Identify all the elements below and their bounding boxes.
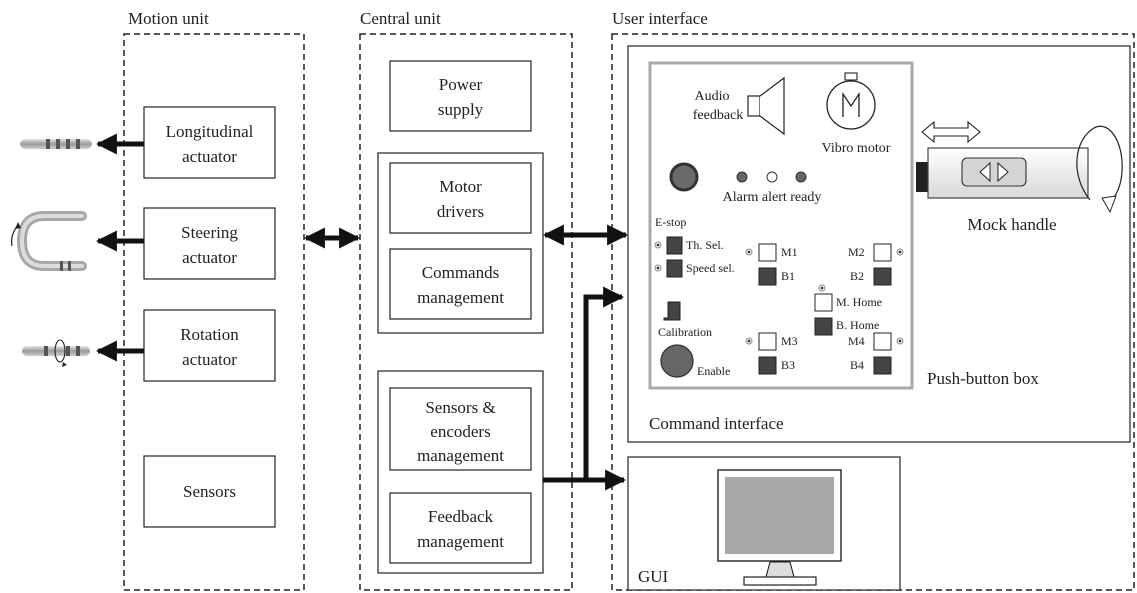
power-supply-label-2: supply <box>438 100 484 119</box>
vibro-motor-icon <box>826 72 876 130</box>
speed-sel-label: Speed sel. <box>686 261 735 275</box>
steering-actuator-box: Steering actuator <box>143 207 276 280</box>
bidirectional-arrow-icon <box>921 120 981 144</box>
sensors-box: Sensors <box>143 455 276 528</box>
alarm-led <box>736 171 748 183</box>
b2-button <box>873 267 892 286</box>
longitudinal-actuator-box: Longitudinal actuator <box>143 106 276 179</box>
m4-label: M4 <box>848 334 865 348</box>
m-home-label: M. Home <box>836 295 882 309</box>
feedback-management-label-1: Feedback <box>428 507 494 526</box>
steering-actuator-label-2: actuator <box>182 248 237 267</box>
calibration-switch-icon <box>663 301 681 321</box>
b-home-label: B. Home <box>836 318 879 332</box>
mock-handle-icon <box>916 125 1123 214</box>
b1-label: B1 <box>781 269 795 283</box>
vibro-motor-label: Vibro motor <box>822 141 891 156</box>
speed-sel-led <box>656 266 660 270</box>
steering-probe-icon <box>11 211 87 271</box>
user-interface-frame <box>611 33 1135 591</box>
commands-management-label-1: Commands <box>422 263 499 282</box>
m4-button <box>873 332 892 351</box>
longitudinal-actuator-label-1: Longitudinal <box>166 122 254 141</box>
sensors-encoders-label-3: management <box>417 446 504 465</box>
sensors-encoders-label-1: Sensors & <box>425 398 495 417</box>
sensors-encoders-box: Sensors & encoders management <box>389 387 532 471</box>
rotation-probe-icon <box>22 339 90 367</box>
longitudinal-actuator-label-2: actuator <box>182 147 237 166</box>
feedback-group-frame <box>377 370 544 574</box>
ready-led <box>795 171 807 183</box>
sensors-encoders-label-2: encoders <box>430 422 490 441</box>
e-stop-label: E-stop <box>655 215 686 229</box>
longitudinal-probe-icon <box>20 139 92 149</box>
user-interface-title: User interface <box>612 9 708 28</box>
motor-drivers-box: Motor drivers <box>389 162 532 234</box>
feedback-ui-arrows <box>543 286 627 491</box>
b4-button <box>873 356 892 375</box>
enable-label: Enable <box>697 364 730 378</box>
central-unit-title: Central unit <box>360 9 441 28</box>
th-sel-button <box>666 236 683 255</box>
central-unit-frame <box>359 33 573 591</box>
b1-button <box>758 267 777 286</box>
b4-label: B4 <box>850 358 864 372</box>
mock-handle-label: Mock handle <box>967 215 1056 234</box>
rotation-actuator-box: Rotation actuator <box>143 309 276 382</box>
b3-button <box>758 356 777 375</box>
audio-feedback-label-1: Audio <box>695 89 730 104</box>
commands-management-box: Commands management <box>389 248 532 320</box>
b-home-button <box>814 317 833 336</box>
sensors-label: Sensors <box>183 482 236 501</box>
m2-button <box>873 243 892 262</box>
alert-led <box>766 171 778 183</box>
th-sel-label: Th. Sel. <box>686 238 724 252</box>
b2-label: B2 <box>850 269 864 283</box>
motion-unit-frame <box>123 33 305 591</box>
motor-drivers-label-2: drivers <box>437 202 484 221</box>
audio-feedback-label-2: feedback <box>693 108 744 123</box>
power-supply-label-1: Power <box>439 75 483 94</box>
feedback-management-label-2: management <box>417 532 504 551</box>
command-interface-label: Command interface <box>649 414 784 433</box>
speed-sel-button <box>666 259 683 278</box>
calibration-label: Calibration <box>658 325 712 339</box>
push-button-box-label: Push-button box <box>927 369 1039 388</box>
round-button-icon <box>669 162 699 192</box>
rotation-actuator-label-2: actuator <box>182 350 237 369</box>
m3-label: M3 <box>781 334 798 348</box>
b3-label: B3 <box>781 358 795 372</box>
m2-label: M2 <box>848 245 865 259</box>
commands-management-label-2: management <box>417 288 504 307</box>
gui-label: GUI <box>638 567 669 586</box>
power-supply-box: Power supply <box>389 60 532 132</box>
m1-label: M1 <box>781 245 798 259</box>
speaker-icon <box>747 76 785 136</box>
m-home-button <box>814 293 833 312</box>
steering-actuator-label-1: Steering <box>181 223 238 242</box>
motor-drivers-label-1: Motor <box>439 177 482 196</box>
enable-knob-icon <box>660 344 694 378</box>
m1-button <box>758 243 777 262</box>
alarm-alert-ready-label: Alarm alert ready <box>723 190 822 205</box>
feedback-management-box: Feedback management <box>389 492 532 564</box>
rotation-actuator-label-1: Rotation <box>180 325 239 344</box>
th-sel-led <box>656 243 660 247</box>
monitor-icon <box>717 469 842 586</box>
motion-unit-title: Motion unit <box>128 9 209 28</box>
m3-button <box>758 332 777 351</box>
